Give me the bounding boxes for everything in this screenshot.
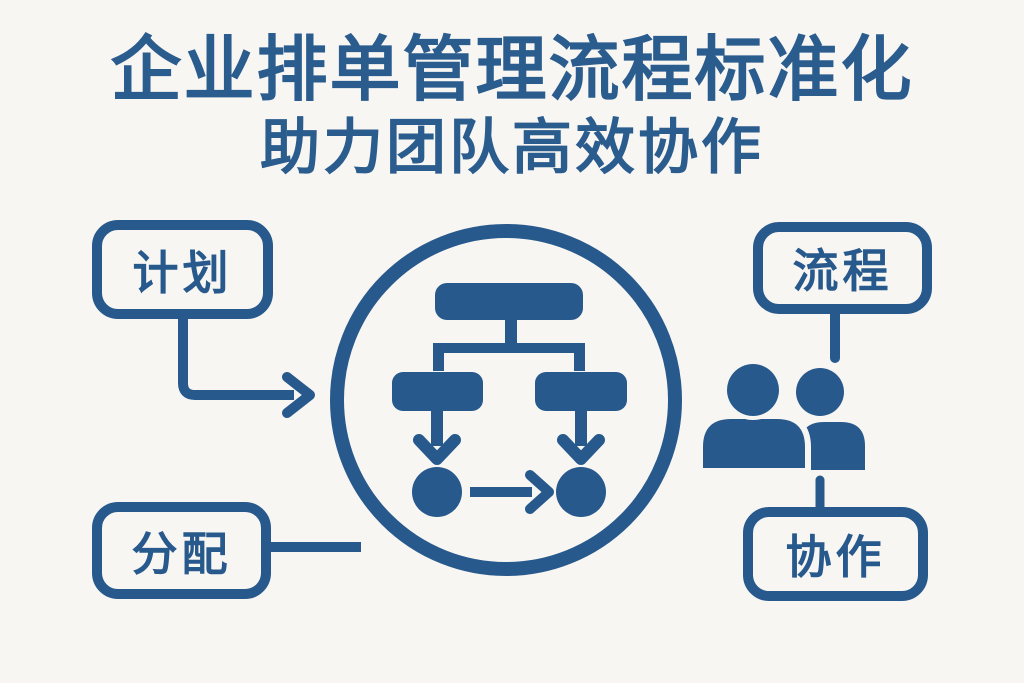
allocate-label: 分配 [131, 526, 232, 581]
flowchart-root-node [435, 283, 583, 320]
flowchart-right-dot [556, 467, 606, 517]
flowchart-right-node [535, 372, 627, 411]
flowchart-left-dot [412, 467, 462, 517]
collaborate-label: 协作 [785, 530, 886, 584]
dot-arrow-head [525, 470, 554, 514]
collaborate-label-box: 协作 [743, 507, 928, 601]
left-down-arrow-head [413, 434, 461, 465]
allocate-label-box: 分配 [92, 502, 271, 599]
process-label: 流程 [792, 244, 893, 298]
dot-arrow-shaft [470, 487, 532, 497]
plan-label-box: 计划 [92, 220, 273, 319]
plan-label: 计划 [132, 245, 233, 300]
plan-elbow-arrow-icon [178, 317, 315, 418]
flowchart-icon [392, 283, 627, 517]
person-front [697, 360, 811, 474]
flowchart-branch-bar [433, 343, 585, 371]
flowchart-stem [505, 316, 517, 345]
page-subtitle: 助力团队高效协作 [260, 113, 764, 183]
right-down-arrow-head [557, 434, 605, 465]
person-back [796, 368, 865, 470]
two-people-icon [697, 360, 865, 474]
process-label-box: 流程 [753, 222, 932, 314]
flowchart-left-node [392, 372, 483, 411]
right-down-arrow-shaft [575, 410, 587, 446]
workflow-circle-ring [330, 224, 682, 576]
left-down-arrow-shaft [431, 410, 443, 446]
page-title: 企业排单管理流程标准化 [110, 28, 914, 111]
